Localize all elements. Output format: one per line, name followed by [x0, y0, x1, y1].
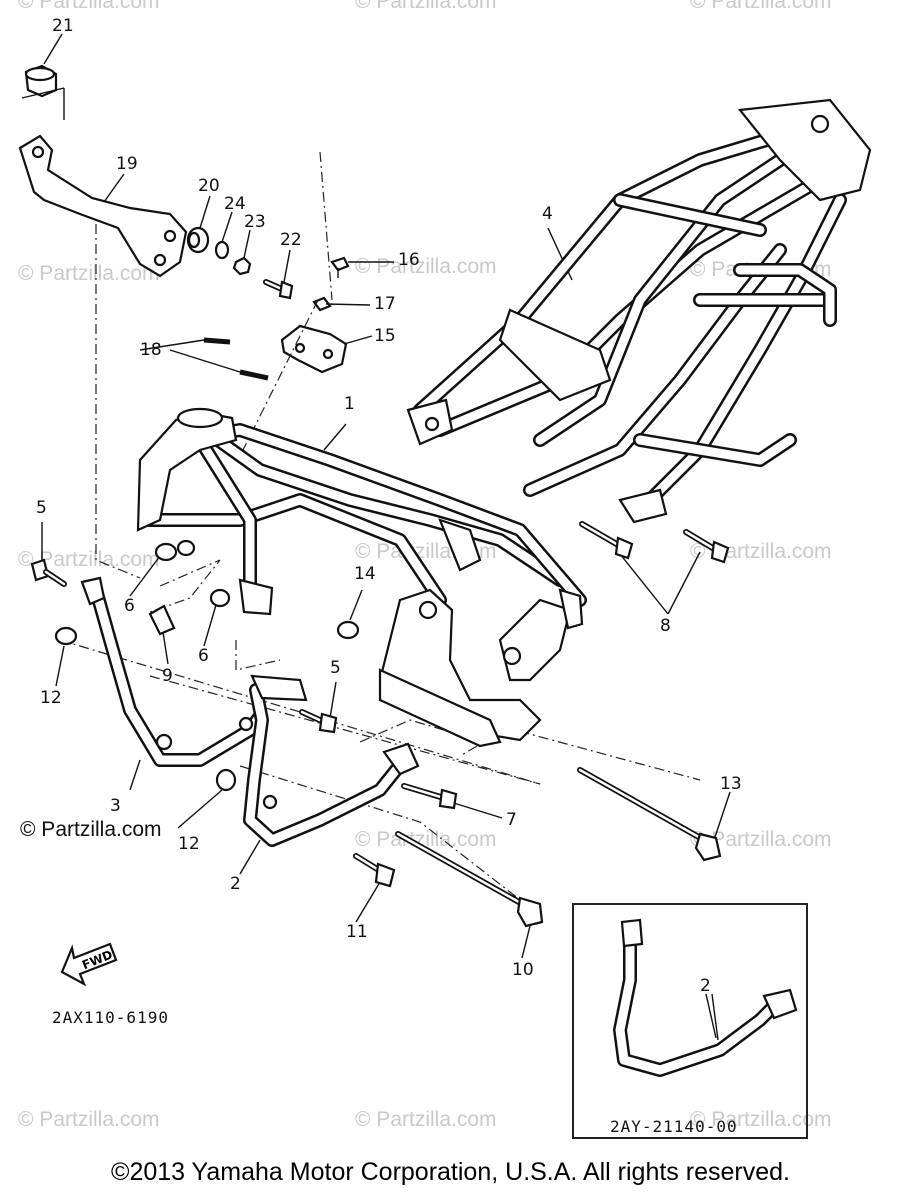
callout-12-left: 12 [40, 688, 62, 708]
callout-16: 16 [398, 250, 420, 270]
callout-7: 7 [506, 810, 517, 830]
callout-21: 21 [52, 16, 74, 36]
watermark: © Partzilla.com [690, 0, 832, 13]
part-14-collar [336, 620, 360, 640]
watermark: © Partzilla.com [355, 1108, 497, 1131]
watermark: © Partzilla.com [18, 262, 160, 285]
copyright-notice: ©2013 Yamaha Motor Corporation, U.S.A. A… [111, 1158, 790, 1186]
part-20-collar [186, 226, 210, 254]
watermark: © Partzilla.com [355, 828, 497, 851]
part-13-long-bolt [577, 767, 722, 862]
inset-code: 2AY-21140-00 [610, 1117, 738, 1136]
part-6-collar-b [209, 588, 231, 608]
callout-4: 4 [542, 204, 553, 224]
callout-13: 13 [720, 774, 742, 794]
callout-1: 1 [344, 394, 355, 414]
callout-6-left: 6 [124, 596, 135, 616]
callout-2-inset: 2 [700, 976, 711, 996]
watermark: © Partzilla.com [690, 828, 832, 851]
part-2-down-tube [243, 674, 420, 847]
callout-8: 8 [660, 616, 671, 636]
callout-12-center: 12 [178, 834, 200, 854]
part-15-bracket [280, 324, 348, 374]
callout-22: 22 [280, 230, 302, 250]
diagram-code: 2AX110-6190 [52, 1008, 169, 1027]
watermark: © Partzilla.com [18, 0, 160, 13]
callout-14: 14 [354, 564, 376, 584]
callout-5-center: 5 [330, 658, 341, 678]
part-16-bolt [330, 256, 350, 278]
callout-15: 15 [374, 326, 396, 346]
callout-5-left: 5 [36, 498, 47, 518]
part-9-spacer [148, 604, 176, 636]
watermark: © Partzilla.com [690, 1108, 832, 1131]
part-24-washer [214, 240, 230, 260]
fwd-arrow-icon: FWD [60, 942, 118, 987]
part-7-bolt [401, 783, 458, 810]
callout-10: 10 [512, 960, 534, 980]
part-1-main-frame [136, 407, 587, 748]
part-12-collar-a [54, 626, 78, 646]
watermark: © Partzilla.com [355, 0, 497, 13]
watermark: © Partzilla.com [18, 1108, 160, 1131]
inset-box [572, 903, 808, 1139]
callout-11: 11 [346, 922, 368, 942]
part-4-rear-frame [406, 98, 872, 524]
callout-9: 9 [162, 666, 173, 686]
callout-6-center: 6 [198, 646, 209, 666]
part-22-bolt [263, 279, 294, 300]
callout-17: 17 [374, 294, 396, 314]
part-21-grommet [21, 64, 65, 120]
part-11-bolt [353, 853, 396, 888]
part-3-down-tube [80, 576, 267, 767]
part-18-pins [203, 337, 269, 381]
part-12-collar-b [215, 768, 237, 792]
callout-23: 23 [244, 212, 266, 232]
callout-2: 2 [230, 874, 241, 894]
part-6-collar-a [154, 539, 196, 562]
part-10-long-bolt [395, 831, 544, 928]
inset-part-2-tube [613, 918, 798, 1077]
part-8-bolts [579, 521, 730, 564]
callout-20: 20 [198, 176, 220, 196]
part-19-bracket [18, 134, 188, 278]
part-5-bolt-center [299, 709, 338, 734]
watermark: © Partzilla.com [18, 548, 160, 571]
callout-18: 18 [140, 340, 162, 360]
callout-24: 24 [224, 194, 246, 214]
part-5-bolt-left [30, 558, 67, 587]
callout-19: 19 [116, 154, 138, 174]
partzilla-watermark: © Partzilla.com [20, 818, 162, 841]
part-23-nut [232, 256, 252, 276]
watermark: © Partzilla.com [355, 255, 497, 278]
callout-3: 3 [110, 796, 121, 816]
